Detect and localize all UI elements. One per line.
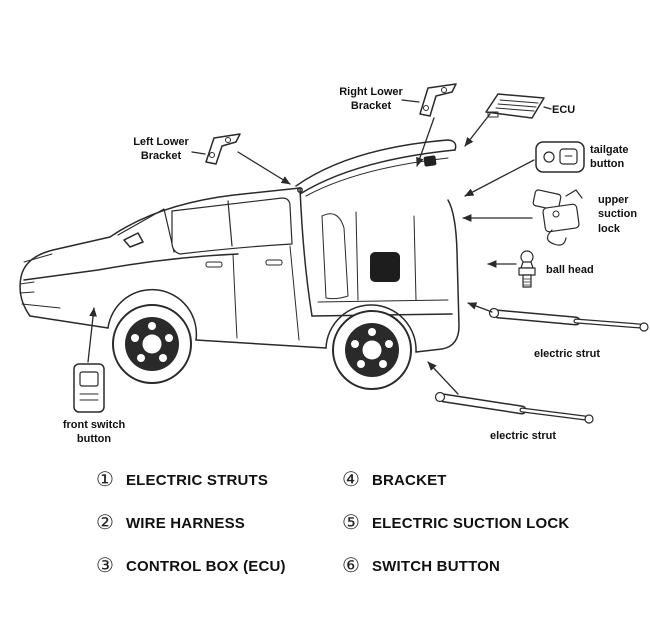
legend-number-6: ⑥ [342,555,360,577]
legend: ① ELECTRIC STRUTS ② WIRE HARNESS ③ CONTR… [96,470,596,599]
leader-arrows [87,99,552,395]
legend-item-electric-struts: ① ELECTRIC STRUTS [96,470,334,490]
legend-label-4: BRACKET [371,471,447,489]
label-upper-suction-lock: upper suction lock [598,194,638,235]
legend-label-5: ELECTRIC SUCTION LOCK [371,514,570,532]
front-wheel [112,304,192,384]
legend-column-left: ① ELECTRIC STRUTS ② WIRE HARNESS ③ CONTR… [96,470,334,599]
legend-number-2: ② [96,512,114,534]
label-right-lower-bracket: Right Lower Bracket [339,86,403,113]
upper-suction-lock-icon [532,189,583,246]
legend-label-6: SWITCH BUTTON [371,557,501,575]
rear-wheel [332,310,412,390]
left-lower-bracket-icon [205,133,241,165]
cargo-interior [317,211,449,303]
label-front-switch-button: front switch button [62,419,126,446]
label-tailgate-button: tailgate button [590,144,629,171]
electric-strut-lower-icon [434,391,594,424]
label-left-lower-bracket: Left Lower Bracket [133,136,189,163]
tailgate-button-icon [535,141,585,173]
ball-head-icon [518,250,536,288]
label-ball-head: ball head [546,264,594,276]
legend-number-3: ③ [96,555,114,577]
legend-number-5: ⑤ [342,512,360,534]
legend-label-2: WIRE HARNESS [125,514,246,532]
legend-number-1: ① [96,469,114,491]
label-ecu: ECU [552,104,576,116]
front-switch-button-icon [73,363,105,413]
legend-item-switch-button: ⑥ SWITCH BUTTON [342,556,569,576]
open-tailgate [295,139,457,197]
legend-item-bracket: ④ BRACKET [342,470,569,490]
legend-item-electric-suction-lock: ⑤ ELECTRIC SUCTION LOCK [342,513,569,533]
hatch-latch [423,155,437,167]
electric-strut-upper-icon [488,307,649,332]
legend-label-3: CONTROL BOX (ECU) [125,557,286,575]
legend-item-control-box: ③ CONTROL BOX (ECU) [96,556,334,576]
legend-number-4: ④ [342,469,360,491]
subwoofer-box [370,252,400,282]
suv-outline [19,187,460,353]
label-electric-strut-lower: electric strut [490,430,557,442]
right-lower-bracket-icon [419,83,457,117]
legend-item-wire-harness: ② WIRE HARNESS [96,513,334,533]
ecu-icon [485,93,545,119]
legend-label-1: ELECTRIC STRUTS [125,471,269,489]
legend-column-right: ④ BRACKET ⑤ ELECTRIC SUCTION LOCK ⑥ SWIT… [342,470,569,599]
label-electric-strut-upper: electric strut [534,348,601,360]
